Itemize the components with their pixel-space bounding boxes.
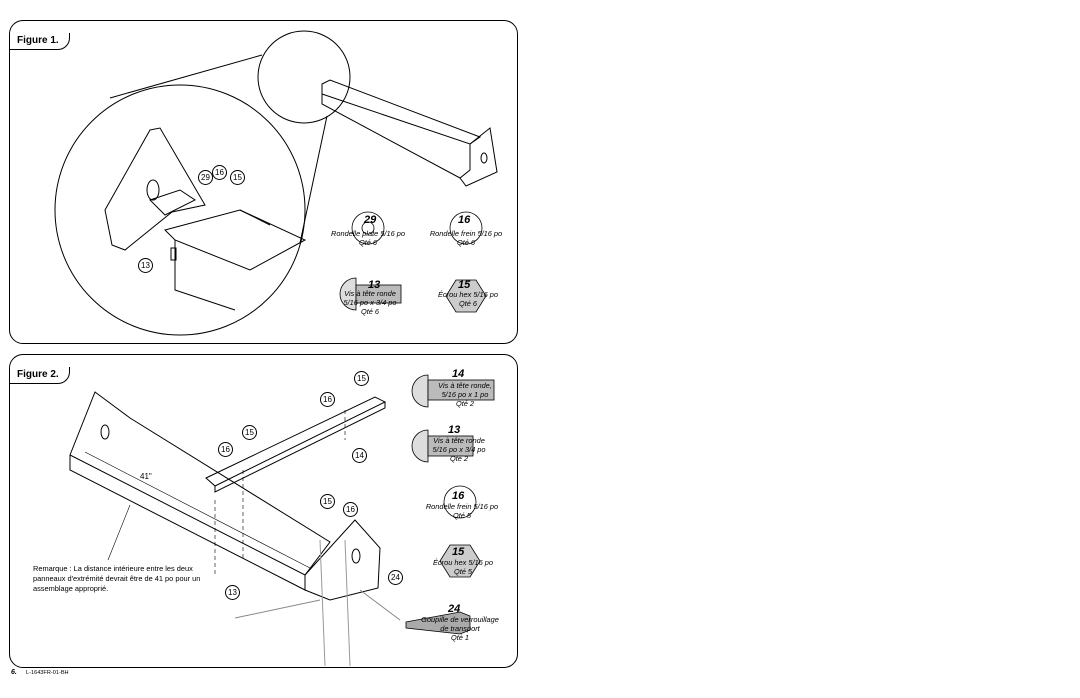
callout-16-c: 16 bbox=[343, 502, 358, 517]
callout-16-a: 16 bbox=[320, 392, 335, 407]
transport-pin-icon bbox=[405, 611, 471, 635]
callout-14: 14 bbox=[352, 448, 367, 463]
figure-1-panel: Figure 1. bbox=[9, 20, 518, 344]
callout-15: 15 bbox=[230, 170, 245, 185]
callout-16: 16 bbox=[212, 165, 227, 180]
hw-15-num: 15 bbox=[458, 279, 471, 291]
detail-magnifier-circle bbox=[54, 84, 306, 336]
hw-24-num: 24 bbox=[448, 603, 461, 615]
hw-29-num: 29 bbox=[364, 214, 377, 226]
callout-13-b: 13 bbox=[225, 585, 240, 600]
callout-15-b: 15 bbox=[242, 425, 257, 440]
hw-13b-num: 13 bbox=[448, 424, 461, 436]
callout-24: 24 bbox=[388, 570, 403, 585]
callout-15-a: 15 bbox=[354, 371, 369, 386]
assembly-note: Remarque : La distance intérieure entre … bbox=[33, 564, 201, 593]
hw-16-num: 16 bbox=[458, 214, 471, 226]
hex-nut-fig2-icon bbox=[439, 544, 481, 578]
figure-2-panel: Figure 2. bbox=[9, 354, 518, 668]
hw-14-num: 14 bbox=[452, 368, 465, 380]
callout-13: 13 bbox=[138, 258, 153, 273]
hw-15b-num: 15 bbox=[452, 546, 465, 558]
callout-16-b: 16 bbox=[218, 442, 233, 457]
hw-16b-num: 16 bbox=[452, 490, 465, 502]
hw-13-num: 13 bbox=[368, 279, 381, 291]
dimension-41: 41" bbox=[140, 472, 152, 481]
hex-nut-icon bbox=[445, 279, 487, 313]
lock-washer-fig2-icon bbox=[443, 485, 477, 519]
page-number: 6. bbox=[11, 669, 17, 676]
round-head-screw-icon bbox=[339, 277, 357, 311]
figure-1-label: Figure 1. bbox=[10, 33, 70, 50]
round-head-screw-34-icon bbox=[411, 429, 429, 463]
round-head-screw-1in-icon bbox=[411, 374, 429, 408]
callout-15-c: 15 bbox=[320, 494, 335, 509]
detail-source-circle bbox=[257, 30, 351, 124]
lock-washer-icon bbox=[449, 211, 483, 245]
document-code: L-1643FR-01-BH bbox=[26, 670, 69, 676]
callout-29: 29 bbox=[198, 170, 213, 185]
figure-2-label: Figure 2. bbox=[10, 367, 70, 384]
